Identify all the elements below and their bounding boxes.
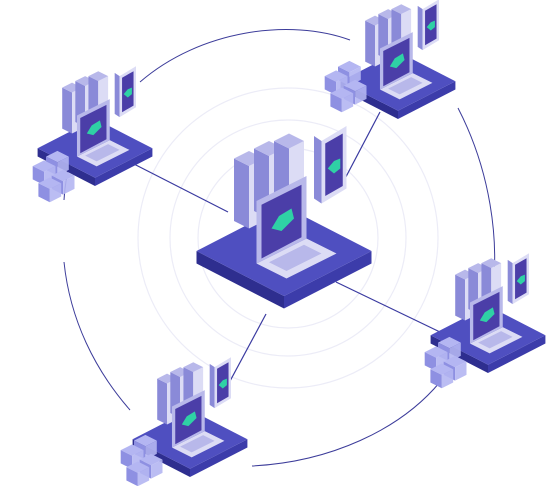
connector-top-left [129,161,229,213]
halo-ring-middle [169,119,407,357]
orbit-arc-bottom-right [251,381,441,467]
node-right-storage [424,336,467,389]
central-hub [196,126,372,309]
connector-right [335,281,441,333]
orbit-arc-bottom-left [63,261,131,411]
node-top-left-storage [32,150,75,203]
node-bottom-storage [120,434,163,486]
halo-ring-outer [137,87,439,389]
hub-halo [137,87,439,389]
orbit-arc-top [139,29,351,83]
node-top-right-storage [324,60,367,113]
